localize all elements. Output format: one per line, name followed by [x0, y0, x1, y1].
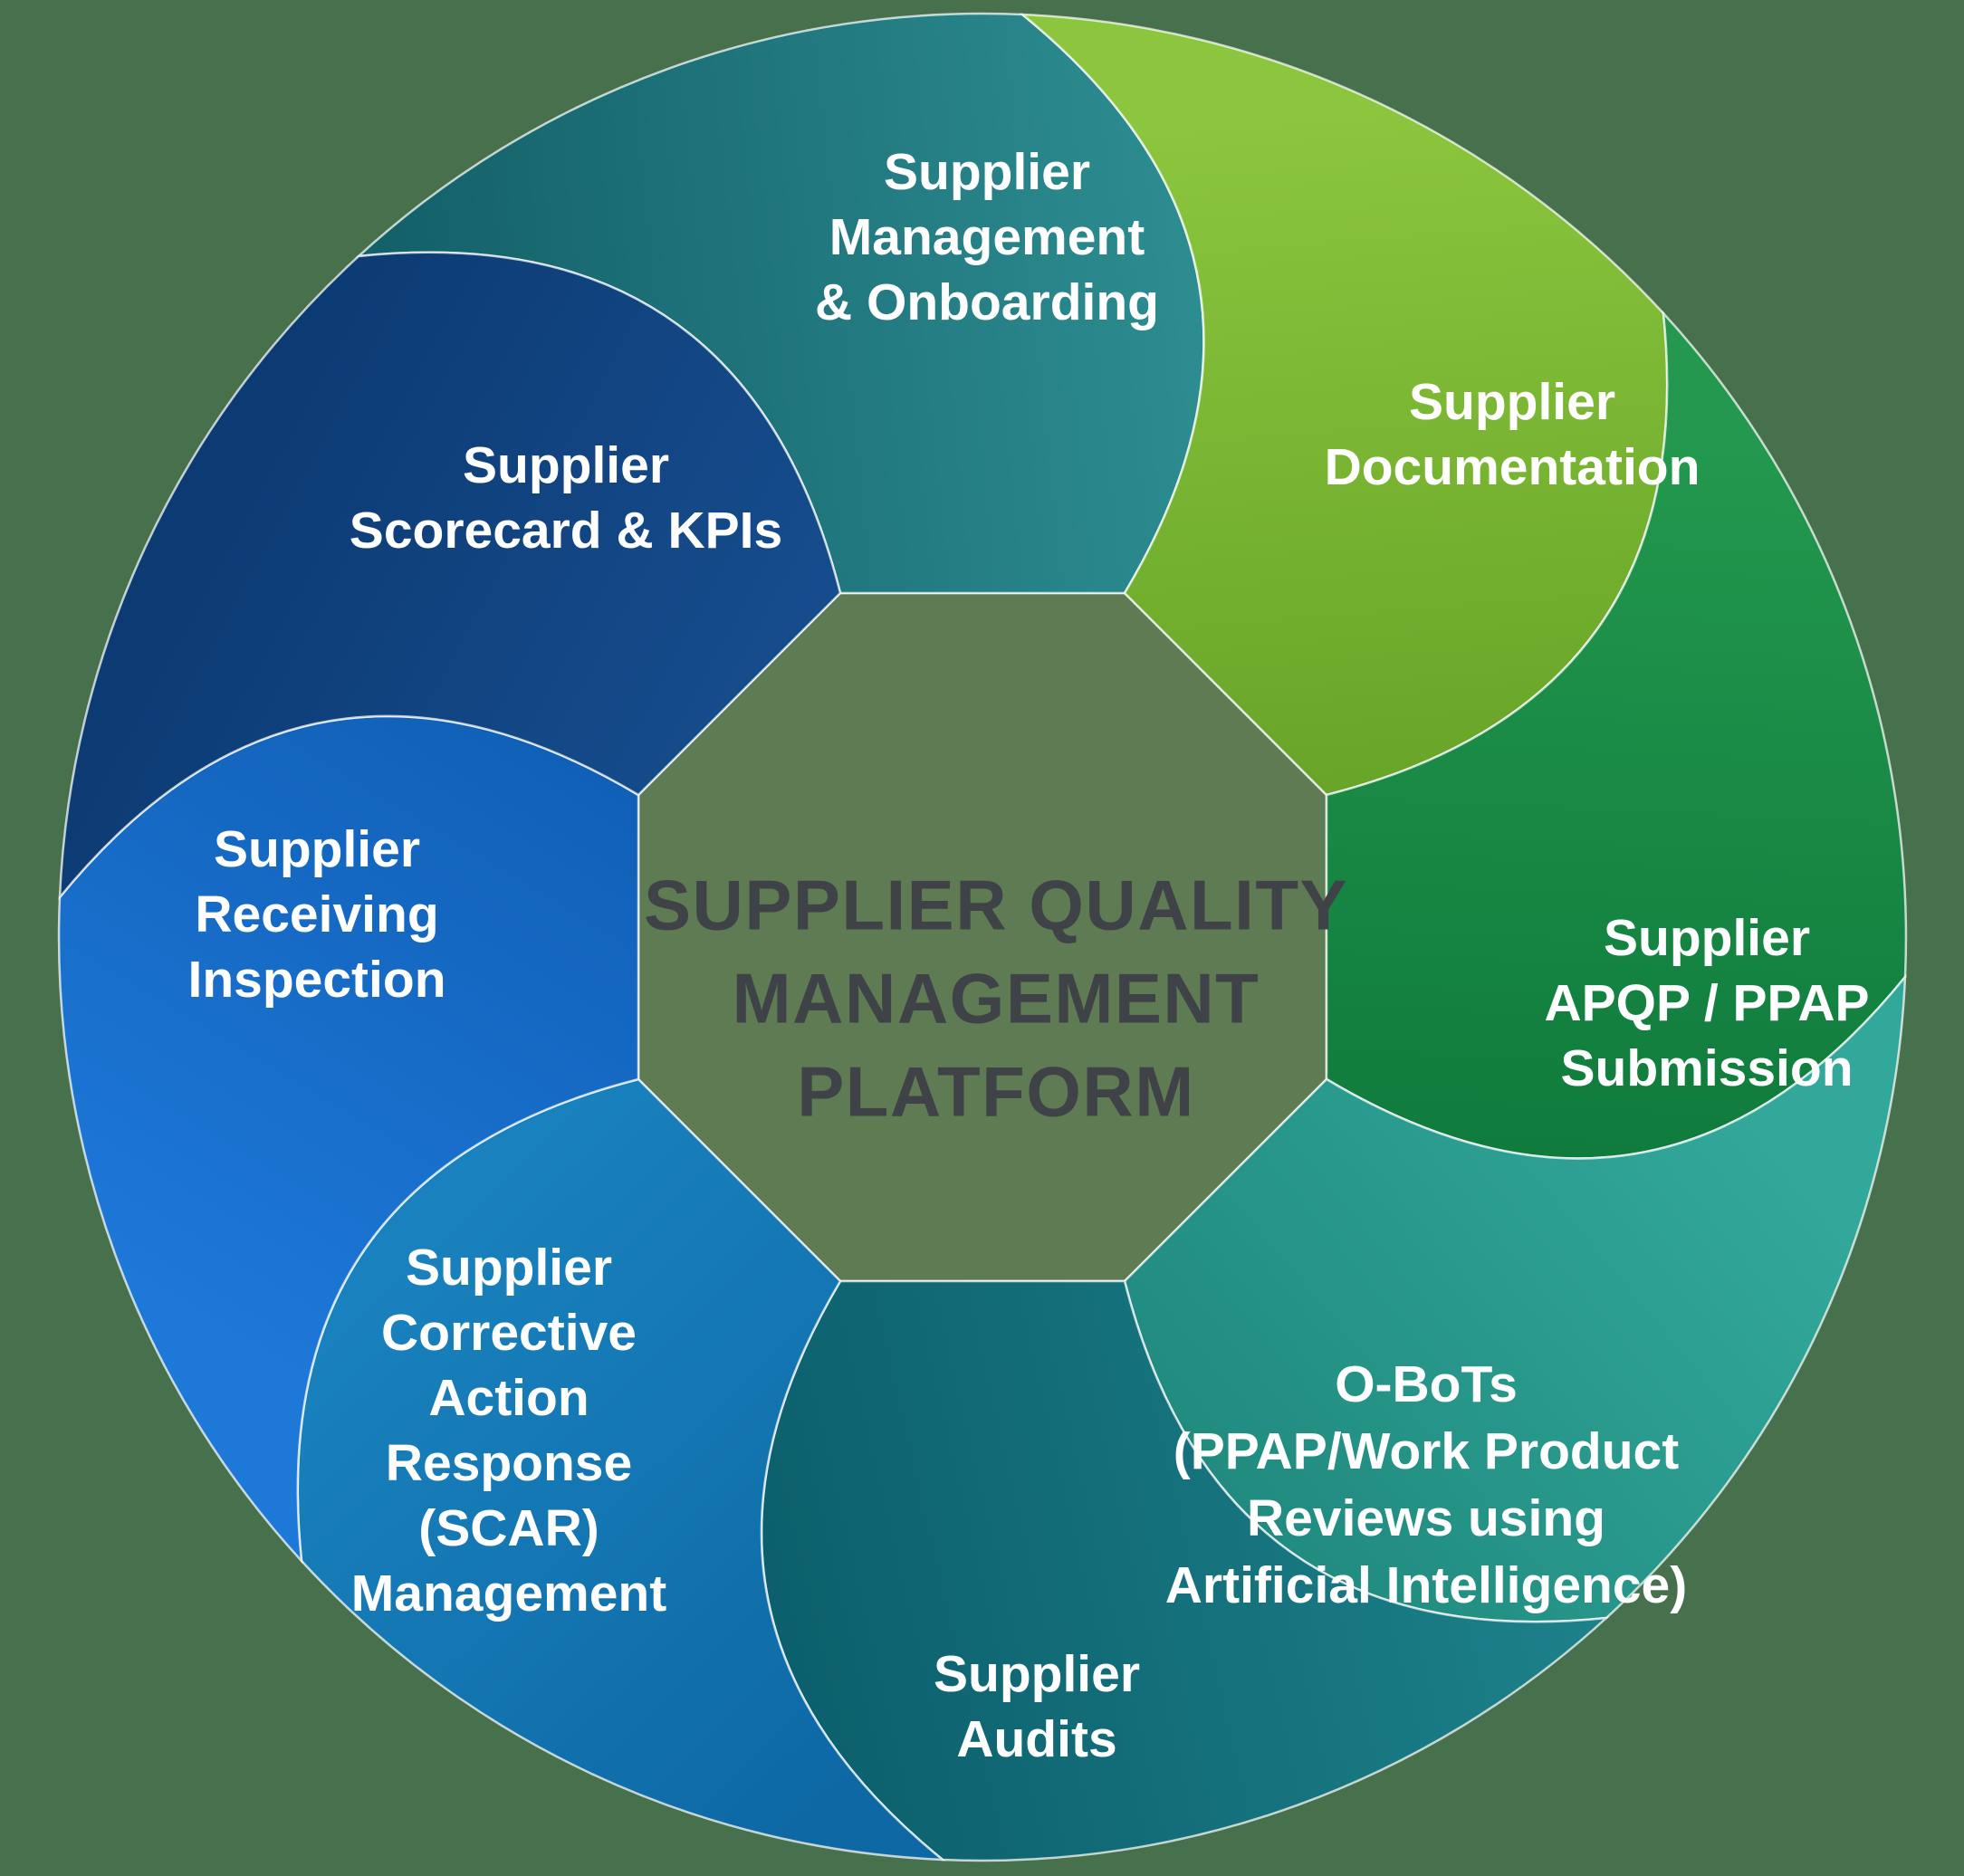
label-line: Management [350, 1565, 667, 1622]
segment-label-supplier-management-onboarding: Supplier Management & Onboarding [815, 139, 1159, 335]
segment-label-supplier-audits: Supplier Audits [934, 1642, 1140, 1772]
label-line: Supplier [462, 436, 670, 494]
segment-label-supplier-scar-management: Supplier Corrective Action Response (SCA… [351, 1235, 666, 1626]
label-line: Supplier [405, 1239, 613, 1297]
label-line: Supplier [1408, 373, 1616, 431]
label-line: Artificial Intelligence) [1164, 1556, 1688, 1614]
label-line: Supplier [213, 820, 421, 878]
label-line: O-BoTs [1335, 1355, 1518, 1413]
label-line: Action [428, 1369, 589, 1427]
segment-blade-supplier-scorecard-kpis [58, 251, 842, 901]
label-line: (PPAP/Work Product [1173, 1422, 1680, 1480]
label-line: Audits [956, 1710, 1117, 1768]
label-line: Response [385, 1434, 633, 1492]
label-line: Corrective [381, 1304, 637, 1362]
label-line: Inspection [187, 951, 446, 1009]
label-line: Documentation [1324, 438, 1701, 496]
label-line: (SCAR) [418, 1499, 599, 1557]
hub-title-line: PLATFORM [797, 1051, 1195, 1132]
label-line: APQP / PPAP [1544, 974, 1870, 1032]
segment-label-supplier-receiving-inspection: Supplier Receiving Inspection [187, 817, 445, 1012]
label-line: Scorecard & KPIs [349, 502, 783, 560]
label-line: Submission [1560, 1039, 1854, 1097]
label-line: Reviews using [1247, 1489, 1605, 1547]
label-line: Receiving [195, 885, 439, 943]
hub-title-line: SUPPLIER QUALITY [643, 865, 1349, 945]
segment-label-supplier-documentation: Supplier Documentation [1325, 369, 1701, 500]
label-line: Management [829, 208, 1145, 266]
segment-label-o-bots: O-BoTs (PPAP/Work Product Reviews using … [1165, 1351, 1687, 1619]
label-line: Supplier [1603, 909, 1811, 967]
label-line: Supplier [883, 143, 1091, 201]
segment-label-supplier-apqp-ppap-submission: Supplier APQP / PPAP Submission [1544, 905, 1869, 1101]
hub-title: SUPPLIER QUALITY MANAGEMENT PLATFORM [644, 859, 1348, 1139]
segment-label-supplier-scorecard-kpis: Supplier Scorecard & KPIs [350, 433, 782, 563]
hub-title-line: MANAGEMENT [732, 958, 1260, 1038]
label-line: & Onboarding [815, 273, 1159, 331]
label-line: Supplier [933, 1645, 1141, 1703]
